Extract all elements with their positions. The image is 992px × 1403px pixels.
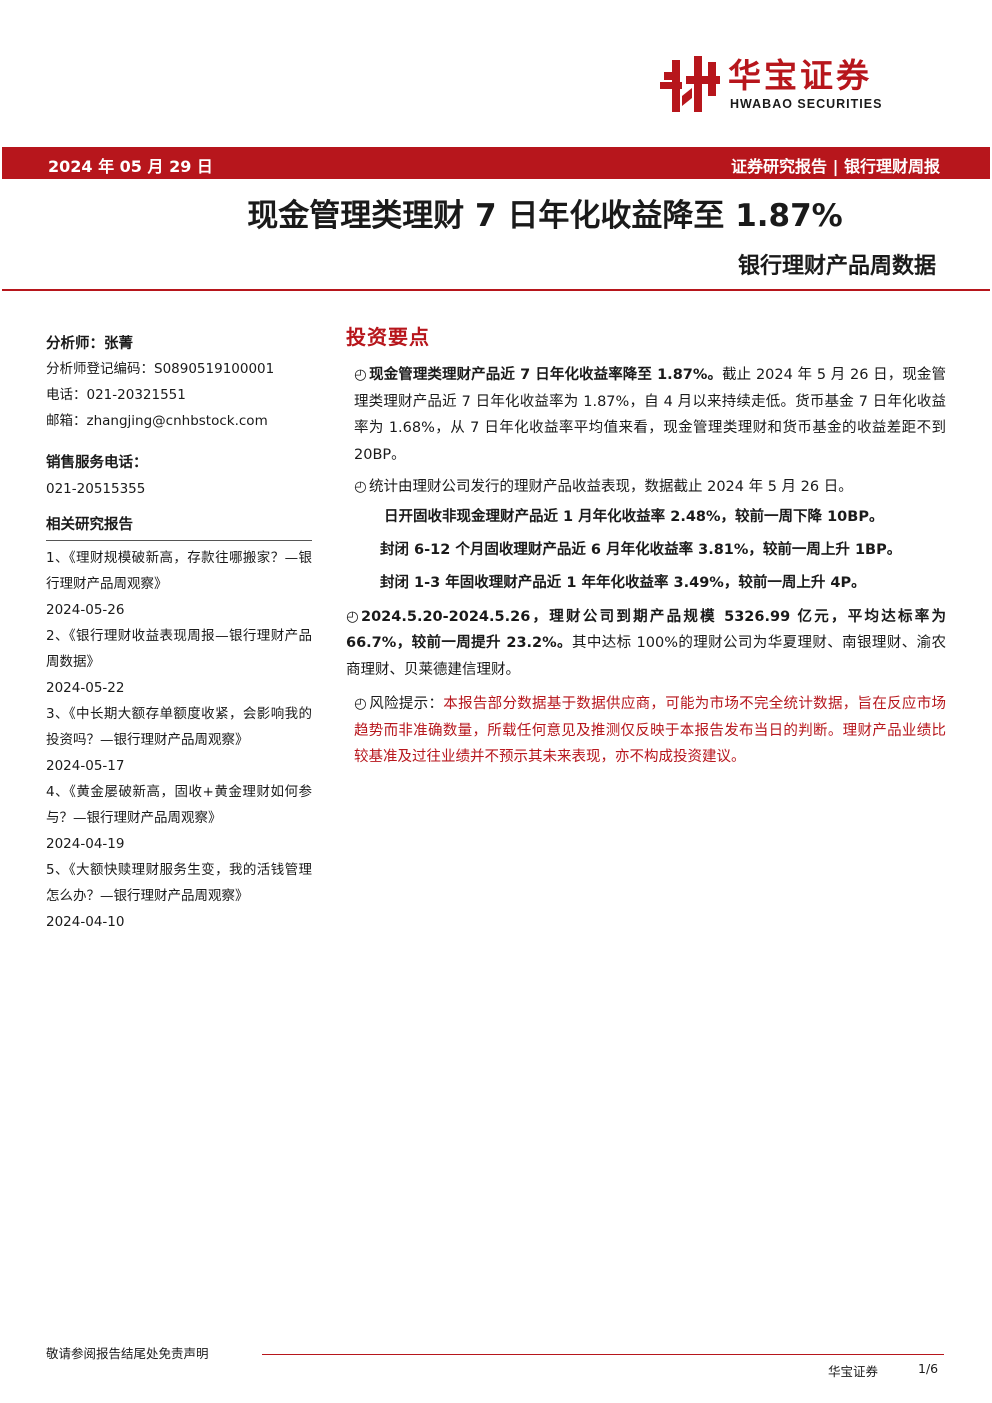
yield-indicator: 封闭 6-12 个月固收理财产品近 6 月年化收益率 3.81%，较前一周上升 … (380, 541, 902, 558)
yield-indicator: 封闭 1-3 年固收理财产品近 1 年年化收益率 3.49%，较前一周上升 4P… (380, 574, 866, 591)
analyst-email[interactable]: 邮箱：zhangjing@cnhbstock.com (46, 413, 268, 429)
logo-mark-icon (660, 56, 720, 112)
clock-bullet-icon: ◴ (354, 367, 367, 383)
header-divider (2, 289, 990, 291)
page-number: 1/6 (918, 1361, 939, 1376)
clock-bullet-icon: ◴ (354, 479, 367, 495)
logo-english-name: HWABAO SECURITIES (730, 97, 883, 111)
analyst-name: 分析师：张菁 (46, 336, 133, 352)
header-band: 2024 年 05 月 29 日 证券研究报告 | 银行理财周报 (2, 147, 990, 179)
related-report-item[interactable]: 3、《中长期大额存单额度收紧，会影响我的投资吗？—银行理财产品周观察》2024-… (46, 706, 312, 774)
related-report-item[interactable]: 1、《理财规模破新高，存款往哪搬家？—银行理财产品周观察》2024-05-26 (46, 550, 312, 618)
highlight-paragraph: ◴2024.5.20-2024.5.26，理财公司到期产品规模 5326.99 … (346, 604, 946, 684)
investment-highlights: 投资要点 ◴现金管理类理财产品近 7 日年化收益率降至 1.87%。截止 202… (346, 322, 946, 771)
clock-bullet-icon: ◴ (346, 608, 359, 625)
report-date: 2024 年 05 月 29 日 (48, 157, 213, 176)
company-logo: 华宝证券 HWABAO SECURITIES (658, 52, 948, 116)
analyst-sidebar: 分析师：张菁 分析师登记编码：S0890519100001 电话：021-203… (46, 332, 312, 935)
related-report-item[interactable]: 4、《黄金屡破新高，固收+黄金理财如何参与？—银行理财产品周观察》2024-04… (46, 784, 312, 852)
related-report-item[interactable]: 2、《银行理财收益表现周报—银行理财产品周数据》2024-05-22 (46, 628, 312, 696)
section-title: 投资要点 (346, 325, 430, 349)
sales-phone: 021-20515355 (46, 481, 146, 497)
related-reports-divider (46, 540, 312, 541)
analyst-reg-no: 分析师登记编码：S0890519100001 (46, 361, 275, 377)
report-subtitle: 银行理财产品周数据 (737, 254, 936, 279)
report-category: 证券研究报告 | 银行理财周报 (731, 157, 940, 176)
footer-divider (262, 1354, 944, 1355)
clock-bullet-icon: ◴ (354, 696, 367, 712)
yield-indicator: 日开固收非现金理财产品近 1 月年化收益率 2.48%，较前一周下降 10BP。 (384, 508, 884, 525)
report-title: 现金管理类理财 7 日年化收益降至 1.87% (247, 198, 843, 234)
footer-brand: 华宝证券 (828, 1364, 879, 1379)
logo-chinese-name: 华宝证券 (728, 56, 872, 95)
highlight-paragraph: ◴现金管理类理财产品近 7 日年化收益率降至 1.87%。截止 2024 年 5… (354, 362, 946, 468)
related-reports-title: 相关研究报告 (46, 517, 133, 533)
risk-warning: ◴风险提示：本报告部分数据基于数据供应商，可能为市场不完全统计数据，旨在反应市场… (354, 691, 946, 771)
related-report-item[interactable]: 5、《大额快赎理财服务生变，我的活钱管理怎么办？—银行理财产品周观察》2024-… (46, 862, 312, 930)
disclaimer-note: 敬请参阅报告结尾处免责声明 (46, 1346, 209, 1361)
analyst-phone: 电话：021-20321551 (46, 387, 186, 403)
sales-title: 销售服务电话： (46, 455, 148, 471)
highlight-paragraph: ◴统计由理财公司发行的理财产品收益表现，数据截止 2024 年 5 月 26 日… (354, 474, 946, 501)
